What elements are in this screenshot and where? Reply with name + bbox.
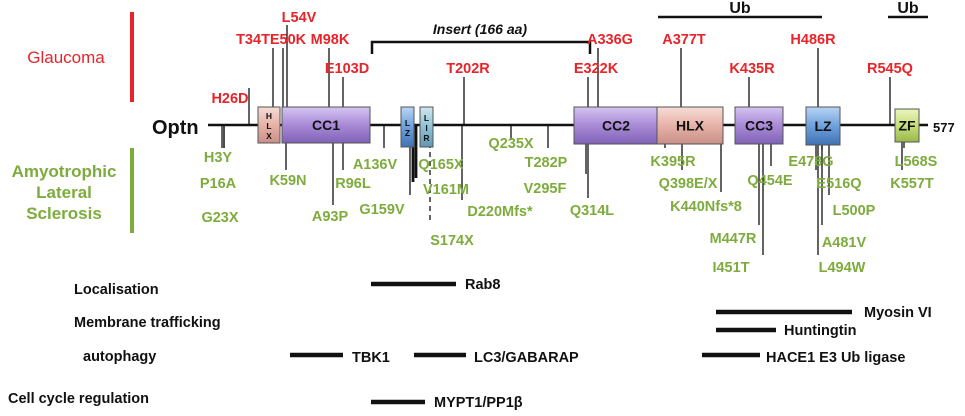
domain-lir-label-char: I (425, 123, 427, 133)
glaucoma-mutation-e50k: E50K (270, 32, 307, 48)
als-mutation-q398e-x: Q398E/X (659, 176, 718, 192)
domain-lz2 (805, 106, 841, 146)
als-label-line1: Amyotrophic (12, 162, 117, 181)
protein-length: 577 (933, 120, 955, 135)
glaucoma-mutation-l54v: L54V (282, 10, 317, 26)
als-mutation-g23x: G23X (201, 210, 238, 226)
glaucoma-mutation-h486r: H486R (790, 32, 836, 48)
domain-hlx1-label-char: H (266, 111, 272, 121)
domain-lir (419, 106, 434, 148)
domain-lz1-label-char: L (405, 118, 410, 128)
als-mutation-a481v: A481V (822, 235, 867, 251)
partner-huntingtin: Huntingtin (784, 323, 856, 339)
als-mutation-q314l: Q314L (570, 203, 614, 219)
als-mutation-a136v: A136V (353, 157, 398, 173)
insert-label: Insert (166 aa) (433, 21, 527, 37)
domain-lir-label-char: R (423, 133, 429, 143)
domain-hlx1-label-char: L (266, 121, 271, 131)
als-mutation-l568s: L568S (895, 154, 938, 170)
als-mutation-l500p: L500P (833, 203, 876, 219)
als-mutation-a93p: A93P (312, 209, 349, 225)
als-mutation-k395r: K395R (650, 154, 696, 170)
glaucoma-mutation-k435r: K435R (729, 61, 775, 77)
partner-hace1-e3-ub-ligase: HACE1 E3 Ub ligase (766, 350, 905, 366)
ub-label-1: Ub (729, 0, 751, 17)
als-label-line2: Lateral (36, 183, 92, 202)
als-mutation-t282p: T282P (525, 155, 568, 171)
function-localisation: Localisation (74, 282, 159, 298)
glaucoma-mutation-a377t: A377T (662, 32, 706, 48)
domain-cc1 (281, 106, 371, 144)
glaucoma-label: Glaucoma (27, 48, 105, 67)
als-mutation-e516q: E516Q (816, 176, 861, 192)
domain-zf-label: ZF (898, 118, 916, 134)
domain-cc2 (573, 106, 659, 145)
domain-lir-label-char: L (424, 113, 429, 123)
domain-hlx2 (656, 106, 724, 145)
partner-mypt1-pp1: MYPT1/PP1β (434, 395, 523, 411)
domain-cc3 (734, 106, 784, 145)
glaucoma-mutation-h26d: H26D (211, 91, 248, 107)
glaucoma-mutation-a336g: A336G (587, 32, 633, 48)
als-mutation-r96l: R96L (335, 176, 371, 192)
glaucoma-mutation-r545q: R545Q (867, 61, 913, 77)
ub-label-2: Ub (897, 0, 919, 17)
function-cell-cycle-regulation: Cell cycle regulation (8, 391, 149, 407)
als-mutation-m447r: M447R (710, 231, 757, 247)
domain-cc2-label: CC2 (602, 118, 630, 134)
domain-cc1-label: CC1 (312, 117, 340, 133)
insert-bracket (370, 40, 592, 54)
als-mutation-k557t: K557T (890, 176, 934, 192)
domain-lz1 (400, 106, 415, 148)
als-mutation-h3y: H3Y (204, 150, 233, 166)
als-mutation-v161m: V161M (423, 182, 469, 198)
als-mutation-d220mfs: D220Mfs* (467, 204, 533, 220)
domain-hlx2-label: HLX (676, 118, 705, 134)
partner-rab8: Rab8 (465, 277, 500, 293)
partner-lc3-gabarap: LC3/GABARAP (474, 350, 579, 366)
als-mutation-e478g: E478G (788, 154, 833, 170)
domain-hlx1-label-char: X (266, 131, 272, 141)
glaucoma-mutation-e322k: E322K (574, 61, 619, 77)
glaucoma-mutation-m98k: M98K (311, 32, 350, 48)
als-mutation-i451t: I451T (712, 260, 749, 276)
partner-tbk1: TBK1 (352, 350, 390, 366)
domain-hlx1 (257, 106, 281, 144)
als-mutation-k440nfs-8: K440Nfs*8 (670, 199, 742, 215)
als-mutation-p16a: P16A (200, 176, 237, 192)
als-mutation-s174x: S174X (430, 233, 474, 249)
partner-myosin-vi: Myosin VI (864, 305, 932, 321)
als-label-line3: Sclerosis (26, 204, 102, 223)
glaucoma-mutation-e103d: E103D (325, 61, 369, 77)
glaucoma-mutation-t202r: T202R (446, 61, 490, 77)
glaucoma-mutation-t34t: T34T (236, 32, 270, 48)
function-autophagy: autophagy (83, 349, 156, 365)
als-mutation-v295f: V295F (524, 181, 567, 197)
domain-cc3-label: CC3 (745, 118, 773, 134)
domain-zf (894, 108, 920, 143)
domain-lz2-label: LZ (814, 118, 832, 134)
als-mutation-l494w: L494W (819, 260, 866, 276)
als-mutation-k59n: K59N (269, 173, 306, 189)
als-mutation-q454e: Q454E (747, 173, 792, 189)
als-mutation-q235x: Q235X (488, 136, 533, 152)
domain-lz1-label-char: Z (405, 128, 410, 138)
als-mutation-g159v: G159V (359, 202, 404, 218)
als-mutation-q165x: Q165X (418, 157, 463, 173)
protein-name: Optn (152, 117, 199, 139)
function-membrane-trafficking: Membrane trafficking (74, 315, 221, 331)
